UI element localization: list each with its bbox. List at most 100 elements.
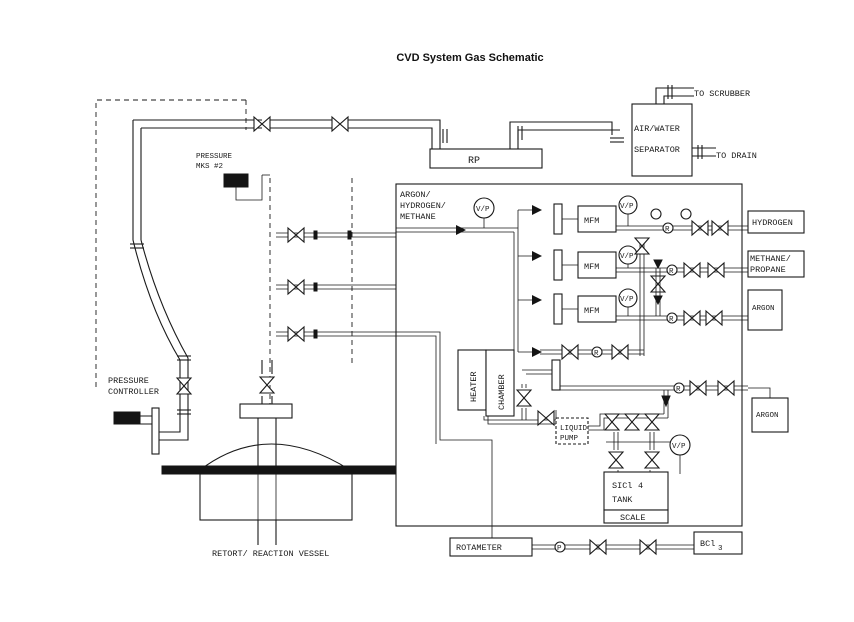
svg-text:V/P: V/P — [620, 296, 634, 304]
svg-text:4: 4 — [638, 481, 643, 491]
svg-text:METHANE/: METHANE/ — [750, 254, 791, 264]
valve[interactable] — [691, 220, 709, 236]
valve[interactable] — [683, 310, 701, 326]
svg-text:ARGON: ARGON — [752, 305, 775, 313]
rp-pump — [429, 148, 543, 169]
argon-cylinder-2 — [751, 397, 789, 433]
valve[interactable] — [589, 539, 607, 555]
pressure-gauge-mks — [223, 173, 249, 188]
liquid-pump — [555, 417, 589, 445]
svg-text:3: 3 — [718, 545, 723, 553]
valve[interactable] — [624, 413, 640, 431]
valve[interactable] — [634, 237, 650, 255]
argon-cylinder — [747, 289, 783, 331]
pressure-controller-label-1: PRESSURE — [108, 376, 149, 386]
valve[interactable] — [608, 451, 624, 469]
gas-label-methane: METHANE — [400, 212, 436, 222]
svg-text:ARGON: ARGON — [756, 412, 779, 420]
regulator — [673, 382, 685, 394]
to-drain-label: TO DRAIN — [716, 151, 757, 161]
svg-text:R: R — [676, 386, 681, 394]
valve[interactable] — [537, 410, 555, 426]
valve[interactable] — [287, 279, 305, 295]
mks-label: MKS #2 — [196, 163, 223, 171]
svg-text:R: R — [665, 226, 670, 234]
flange — [442, 128, 448, 144]
svg-text:SCALE: SCALE — [620, 513, 646, 523]
throttle-valve[interactable] — [253, 116, 271, 132]
valve[interactable] — [611, 344, 629, 360]
svg-text:PROPANE: PROPANE — [750, 265, 786, 275]
gate-valve[interactable] — [331, 116, 349, 132]
valve[interactable] — [639, 539, 657, 555]
svg-text:ROTAMETER: ROTAMETER — [456, 543, 502, 553]
flange — [697, 144, 703, 160]
isolation-valve[interactable] — [176, 377, 192, 395]
vessel-valve[interactable] — [259, 376, 275, 394]
mfm-hydrogen — [577, 205, 617, 233]
svg-text:P: P — [557, 545, 562, 553]
hydrogen-cylinder — [747, 210, 805, 234]
flange — [517, 125, 523, 141]
separator-label: SEPARATOR — [634, 145, 680, 155]
svg-text:PUMP: PUMP — [560, 435, 579, 443]
to-scrubber-label: TO SCRUBBER — [694, 89, 750, 99]
mfm-argon — [577, 295, 617, 323]
valve[interactable] — [604, 413, 620, 431]
regulator — [591, 346, 603, 358]
svg-text:V/P: V/P — [476, 206, 490, 214]
svg-text:SICl: SICl — [612, 481, 632, 491]
svg-text:LIQUID: LIQUID — [560, 425, 588, 433]
svg-text:R: R — [669, 316, 674, 324]
svg-text:HYDROGEN: HYDROGEN — [752, 218, 793, 228]
regulator — [662, 222, 674, 234]
page-title: CVD System Gas Schematic — [396, 52, 544, 64]
pressure-label: PRESSURE — [196, 153, 233, 161]
valve[interactable] — [711, 220, 729, 236]
gas-cabinet-boundary — [395, 183, 743, 527]
reaction-vessel-plate — [161, 465, 397, 475]
chamber — [485, 349, 515, 417]
flange — [609, 137, 625, 143]
retort-label: RETORT/ REACTION VESSEL — [212, 549, 329, 559]
valve[interactable] — [650, 275, 666, 293]
valve[interactable] — [705, 310, 723, 326]
valve[interactable] — [287, 326, 305, 342]
svg-text:R: R — [594, 350, 599, 358]
pressure-controller — [113, 411, 141, 425]
valve[interactable] — [287, 227, 305, 243]
valve[interactable] — [707, 262, 725, 278]
svg-text:HEATER: HEATER — [469, 371, 479, 402]
svg-text:V/P: V/P — [672, 443, 686, 451]
svg-text:MFM: MFM — [584, 262, 599, 272]
gas-label-hydrogen: HYDROGEN/ — [400, 201, 446, 211]
valve[interactable] — [644, 451, 660, 469]
svg-text:V/P: V/P — [620, 253, 634, 261]
svg-text:V/P: V/P — [620, 203, 634, 211]
valve[interactable] — [689, 380, 707, 396]
valve[interactable] — [561, 344, 579, 360]
valve[interactable] — [717, 380, 735, 396]
bcl3-cylinder — [693, 531, 743, 555]
vessel-top-flange — [239, 403, 293, 419]
valve[interactable] — [516, 389, 532, 407]
svg-text:BCl: BCl — [700, 539, 715, 549]
rotameter — [449, 537, 533, 557]
svg-text:MFM: MFM — [584, 216, 599, 226]
flange — [176, 409, 192, 415]
methane-propane-cylinder — [747, 250, 805, 278]
valve[interactable] — [644, 413, 660, 431]
valve[interactable] — [683, 262, 701, 278]
regulator — [666, 312, 678, 324]
gas-label-argon: ARGON/ — [400, 190, 431, 200]
svg-text:R: R — [669, 268, 674, 276]
regulator — [554, 541, 566, 553]
scale — [603, 509, 669, 524]
svg-text:TANK: TANK — [612, 495, 633, 505]
vacuum-line-inner — [140, 128, 189, 430]
air-water-label: AIR/WATER — [634, 124, 680, 134]
air-water-separator — [631, 103, 693, 177]
rp-label: RP — [468, 156, 480, 167]
